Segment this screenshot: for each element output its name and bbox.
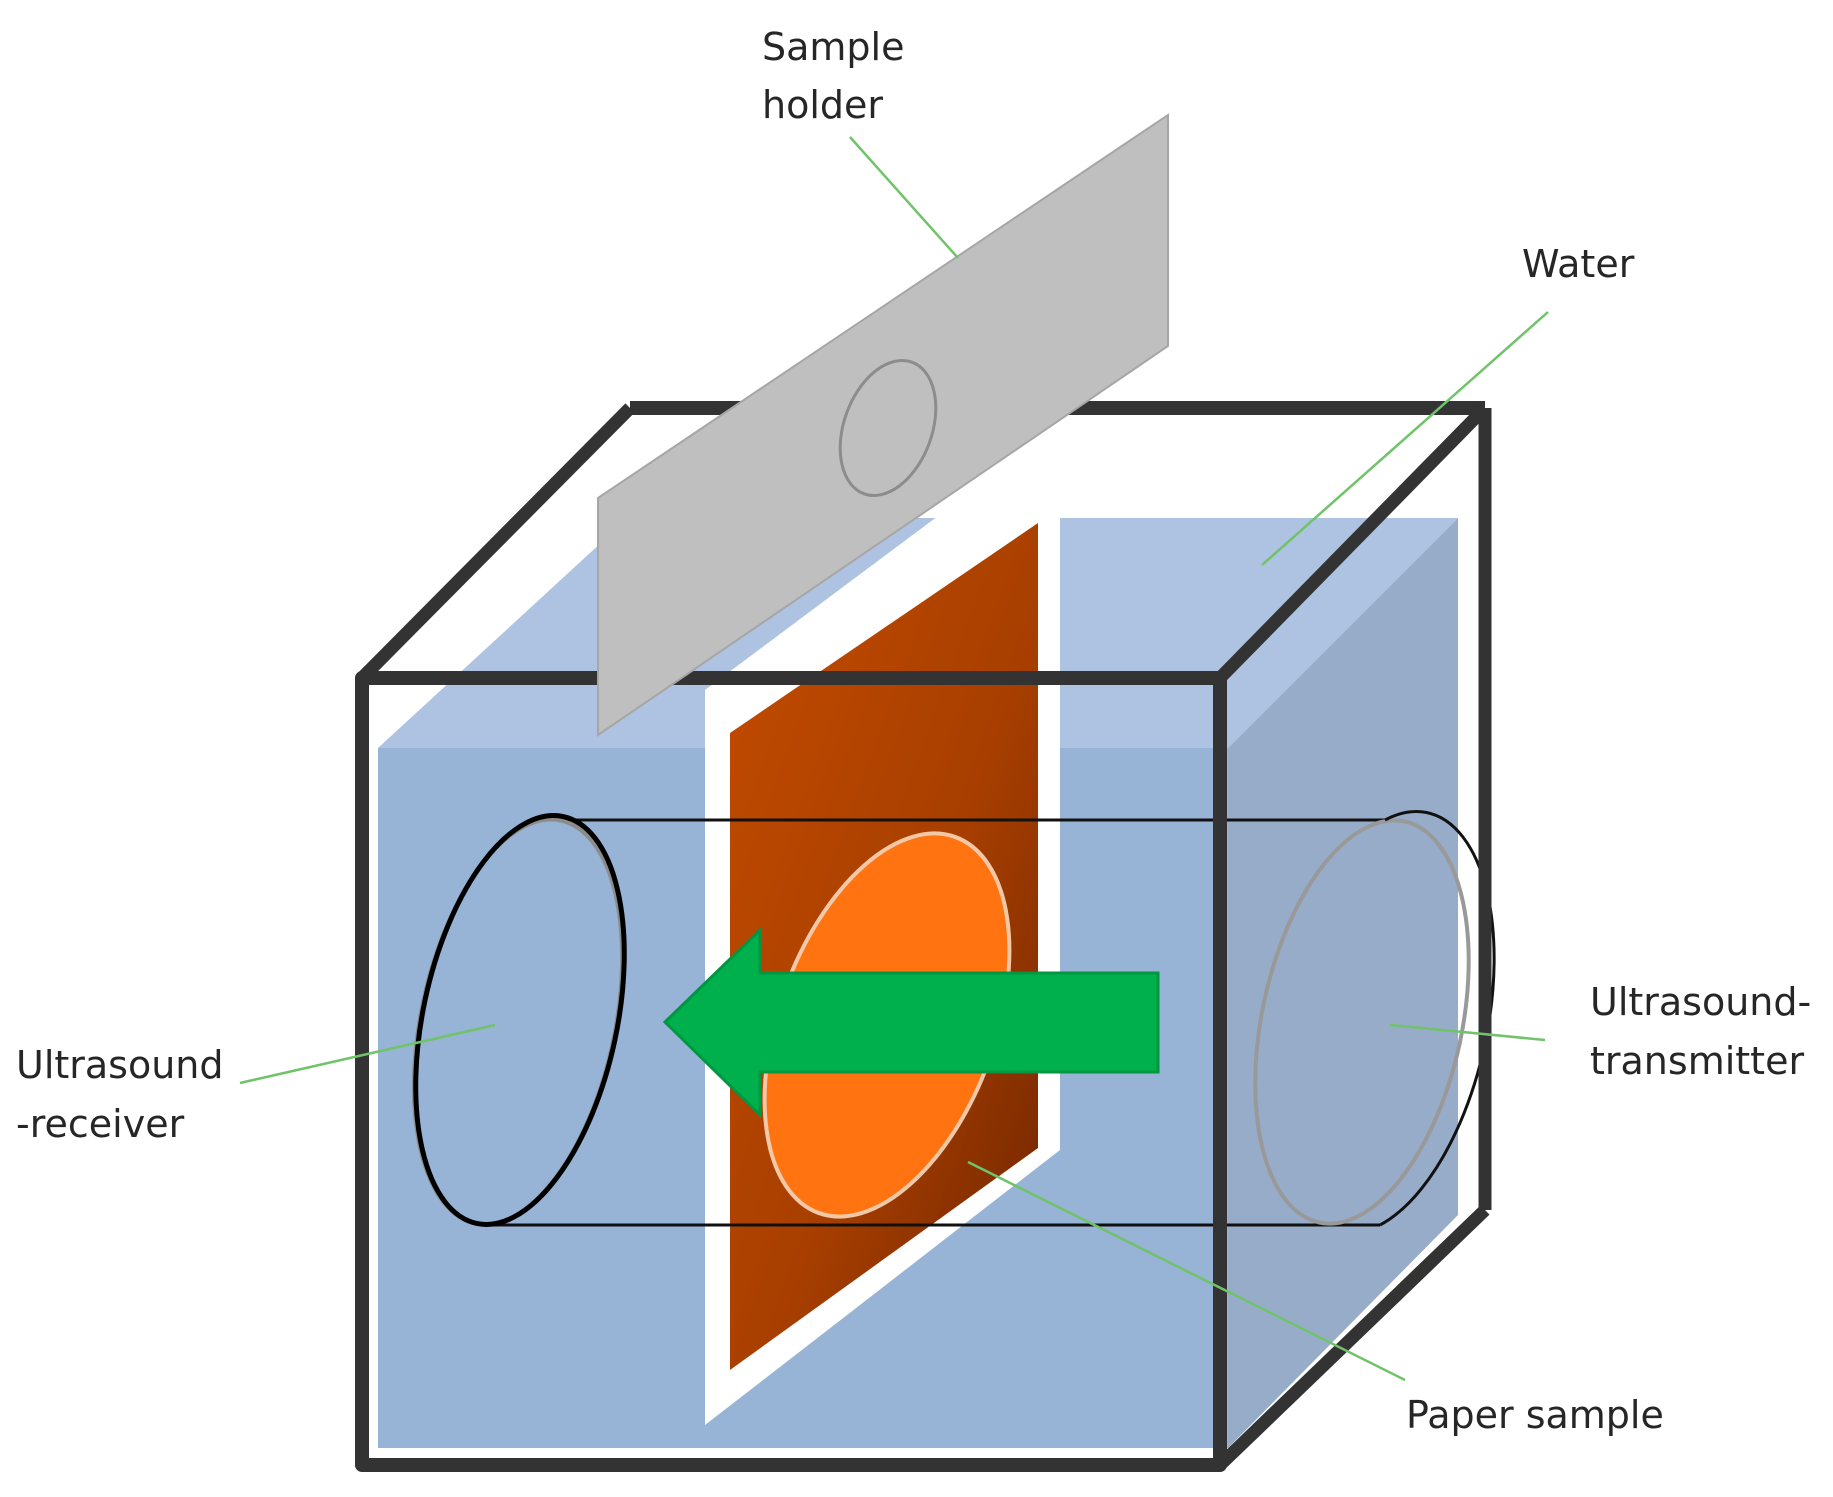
leader-transmitter (1389, 1023, 1546, 1042)
label-paper-sample: Paper sample (1406, 1393, 1664, 1437)
ultrasound-beam (488, 818, 1385, 1227)
label-receiver-2: -receiver (16, 1102, 185, 1146)
label-water: Water (1522, 242, 1635, 286)
leader-paper-sample (967, 1160, 1406, 1382)
label-transmitter-1: Ultrasound- (1590, 980, 1811, 1024)
tank-frame (355, 403, 1492, 1472)
receiver-transducer (411, 813, 627, 1227)
leader-water (1261, 311, 1549, 566)
leader-receiver (239, 1023, 496, 1085)
wave-direction-arrow (662, 926, 1160, 1119)
leader-lines (239, 136, 1549, 1382)
sample-holder (597, 113, 1169, 737)
label-sample-holder-2: holder (762, 83, 883, 127)
leader-sample-holder (849, 136, 959, 259)
label-receiver-1: Ultrasound (16, 1043, 224, 1087)
label-sample-holder-1: Sample (762, 25, 904, 69)
label-transmitter-2: transmitter (1590, 1039, 1804, 1083)
transmitter-transducer (1253, 809, 1496, 1227)
water-side-face (1228, 518, 1458, 1448)
